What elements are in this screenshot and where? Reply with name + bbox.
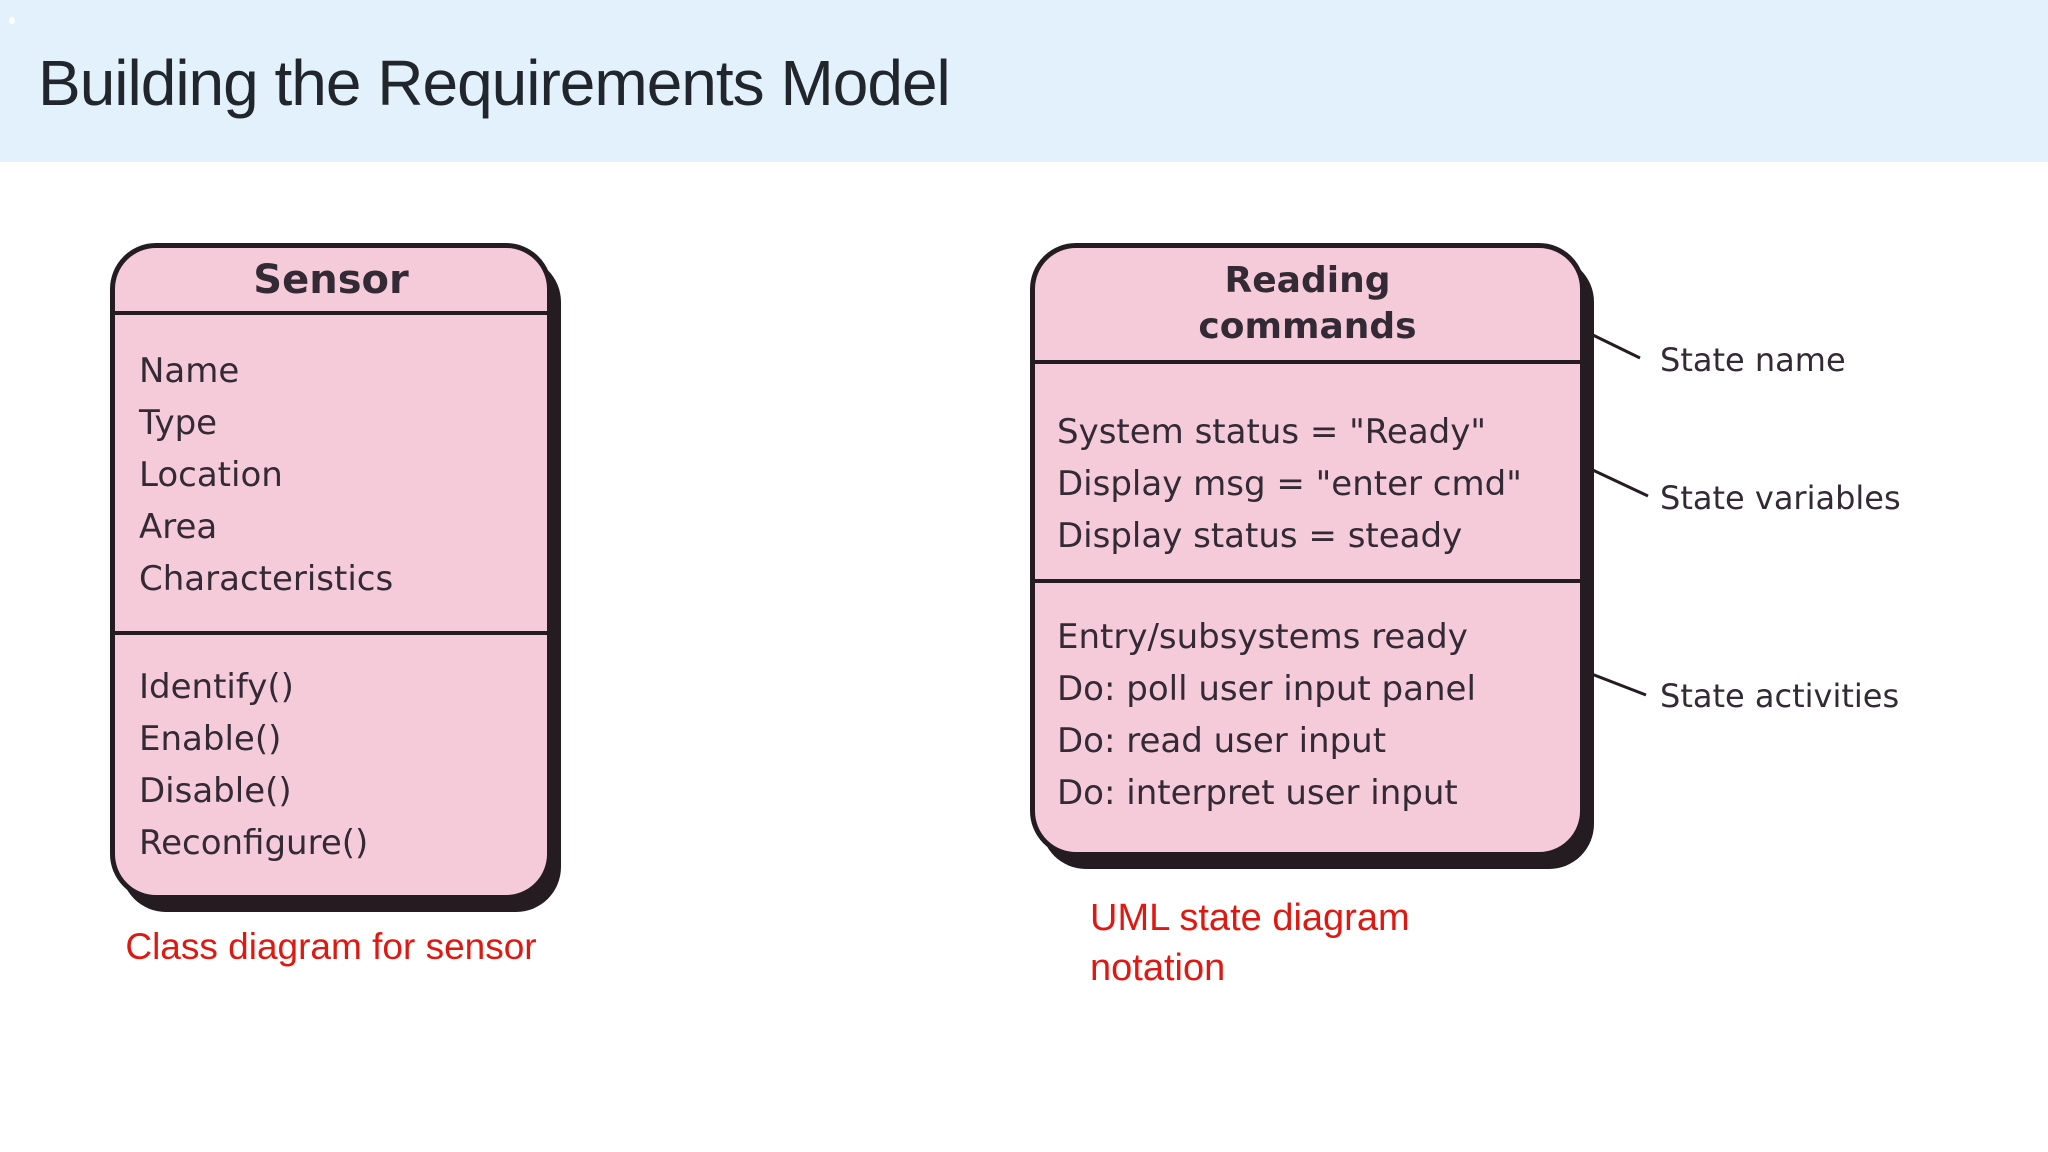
state-caption-line: UML state diagram	[1090, 897, 1410, 939]
state-variables-label: State variables	[1660, 479, 1901, 517]
class-name: Sensor	[253, 256, 409, 303]
class-attributes-compartment: Name Type Location Area Characteristics	[115, 315, 547, 635]
state-caption-line: notation	[1090, 947, 1226, 989]
class-operation: Disable()	[139, 771, 292, 811]
class-name-compartment: Sensor	[115, 248, 547, 315]
state-activities-label: State activities	[1660, 677, 1900, 715]
state-activity: Do: poll user input panel	[1057, 669, 1476, 709]
state-name-line: commands	[1198, 306, 1417, 347]
state-variable: Display status = steady	[1057, 516, 1463, 556]
class-operation: Enable()	[139, 719, 282, 759]
page-title: Building the Requirements Model	[38, 47, 951, 119]
state-activities-compartment: Entry/subsystems ready Do: poll user inp…	[1035, 583, 1580, 852]
state-diagram-reading-commands: Reading commands System status = "Ready"…	[1030, 243, 1585, 857]
class-diagram-sensor: Sensor Name Type Location Area Character…	[110, 243, 552, 900]
state-diagram-caption: UML state diagram notation	[1090, 893, 1410, 993]
class-attribute: Location	[139, 455, 283, 495]
state-variable: System status = "Ready"	[1057, 412, 1487, 452]
state-name-label: State name	[1660, 341, 1846, 379]
class-attribute: Area	[139, 507, 218, 547]
class-attribute: Characteristics	[139, 559, 394, 599]
state-variables-compartment: System status = "Ready" Display msg = "e…	[1035, 364, 1580, 583]
class-operation: Reconfigure()	[139, 823, 369, 863]
state-activity: Do: interpret user input	[1057, 773, 1458, 813]
class-operation: Identify()	[139, 667, 294, 707]
class-attribute: Name	[139, 351, 240, 391]
class-attribute: Type	[139, 403, 218, 443]
state-name-line: Reading	[1224, 260, 1391, 301]
slide-header-band: Building the Requirements Model	[0, 0, 2048, 162]
state-name-compartment: Reading commands	[1035, 248, 1580, 364]
class-operations-compartment: Identify() Enable() Disable() Reconfigur…	[115, 635, 547, 895]
class-diagram-caption: Class diagram for sensor	[125, 926, 537, 967]
state-activity: Do: read user input	[1057, 721, 1387, 761]
stray-dot	[9, 17, 15, 24]
state-variable: Display msg = "enter cmd"	[1057, 464, 1522, 504]
state-activity: Entry/subsystems ready	[1057, 617, 1468, 657]
